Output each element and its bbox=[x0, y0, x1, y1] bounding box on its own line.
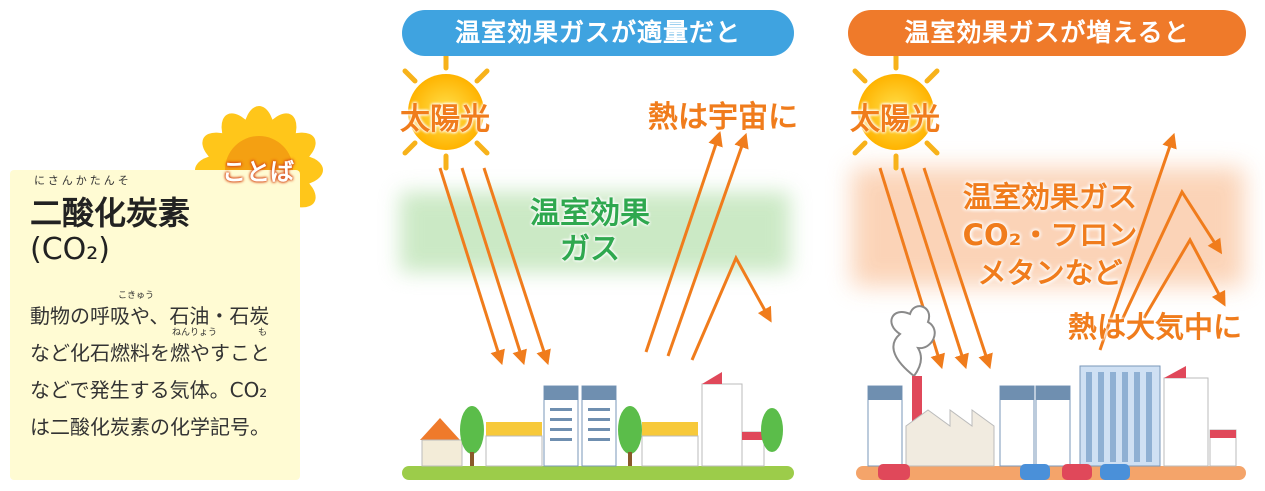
term-card bbox=[10, 170, 300, 480]
ruby-moyasu: も bbox=[258, 328, 268, 338]
sun-icon-right bbox=[852, 51, 940, 171]
term-title: 二酸化炭素 bbox=[30, 194, 191, 232]
gas-label-left-line1: 温室効果 bbox=[530, 196, 650, 231]
ruby-koukyuu: こきゅう bbox=[118, 291, 155, 301]
banner-increased: 温室効果ガスが増えると bbox=[848, 10, 1246, 56]
term-furigana: にさんかたんそ bbox=[34, 174, 132, 187]
term-description: 動物の呼吸や、石油・石炭など化石燃料を燃やすことなどで発生する気体。CO₂ は二… bbox=[30, 304, 270, 439]
sun-icon-left bbox=[402, 51, 490, 171]
heat-trapped-label: 熱は大気中に bbox=[1068, 310, 1243, 344]
gas-label-right-line1: 温室効果ガス bbox=[962, 180, 1137, 214]
heat-trapped-arrows bbox=[1098, 132, 1226, 351]
banner-normal: 温室効果ガスが適量だと bbox=[402, 10, 794, 56]
term-formula: (CO₂) bbox=[30, 232, 110, 267]
greenhouse-gas-layer-normal bbox=[400, 192, 790, 272]
gas-label-left-line2: ガス bbox=[560, 232, 620, 267]
gas-label-right-line3: メタンなど bbox=[977, 256, 1123, 290]
heat-escape-arrows bbox=[644, 130, 772, 361]
sunlight-arrows-left bbox=[438, 167, 551, 366]
town-right bbox=[856, 305, 1246, 480]
town-left bbox=[402, 372, 794, 480]
sunlight-label-left: 太陽光 bbox=[400, 102, 490, 137]
sunlight-label-right: 太陽光 bbox=[850, 102, 940, 137]
kotoba-badge: ことば bbox=[222, 158, 294, 186]
greenhouse-gas-layer-increased bbox=[852, 168, 1244, 286]
gas-label-right-line2: CO₂・フロン bbox=[962, 218, 1138, 252]
ruby-nenryou: ねんりょう bbox=[172, 328, 218, 338]
gas-label-right: 温室効果ガス CO₂・フロン メタンなど bbox=[920, 178, 1180, 292]
heat-to-space-label: 熱は宇宙に bbox=[648, 100, 798, 135]
gas-label-left: 温室効果 ガス bbox=[520, 196, 660, 268]
